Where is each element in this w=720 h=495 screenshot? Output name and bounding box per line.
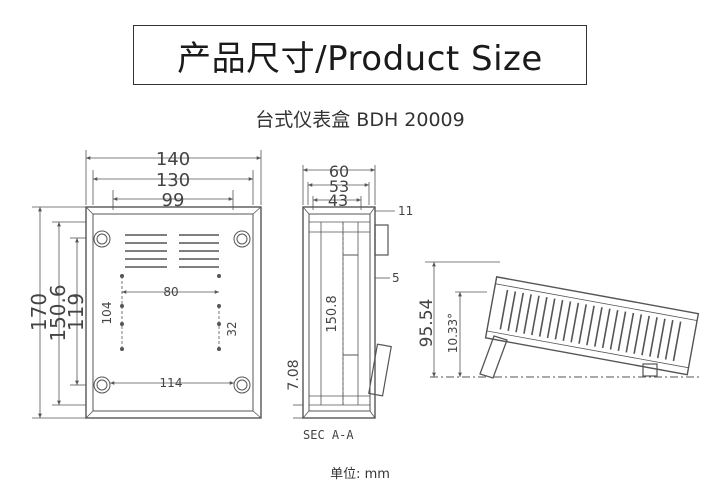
- dim-7-08: 7.08: [286, 359, 302, 390]
- model-subtitle: 台式仪表盒 BDH 20009: [255, 109, 465, 131]
- dim-104: 104: [100, 302, 114, 325]
- dim-11: 11: [398, 204, 413, 218]
- dim-80: 80: [163, 285, 178, 299]
- rear-foot: [642, 363, 658, 377]
- tilt-foot: [479, 335, 508, 379]
- section-view: [293, 165, 395, 419]
- side-vent-slots: [499, 289, 682, 362]
- dim-5: 5: [392, 271, 400, 285]
- dim-53: 53: [329, 177, 349, 196]
- front-outer-frame: [85, 206, 262, 419]
- dim-angle: 10.33°: [446, 313, 460, 353]
- dim-60: 60: [329, 162, 349, 181]
- corner-screw: [93, 230, 251, 394]
- front-view: [32, 150, 262, 419]
- knob-shape: [374, 224, 389, 256]
- vent-slots: [125, 234, 219, 268]
- dim-130: 130: [156, 170, 190, 191]
- dim-43: 43: [328, 191, 348, 210]
- side-view: [425, 261, 700, 379]
- dim-170: 170: [27, 293, 51, 331]
- dim-150-8: 150.8: [325, 295, 340, 332]
- section-outer-frame: [302, 206, 376, 419]
- dim-99: 99: [162, 190, 185, 211]
- dim-150-6: 150.6: [46, 284, 70, 341]
- dim-114: 114: [160, 376, 183, 390]
- unit-label: 单位: mm: [330, 467, 390, 482]
- dim-140: 140: [156, 149, 190, 170]
- foot-shape: [368, 343, 392, 397]
- dim-95-54: 95.54: [417, 299, 437, 348]
- dim-119: 119: [64, 293, 88, 331]
- dim-32: 32: [225, 321, 239, 336]
- section-caption: SEC A-A: [303, 428, 354, 442]
- page-title: 产品尺寸/Product Size: [133, 25, 587, 85]
